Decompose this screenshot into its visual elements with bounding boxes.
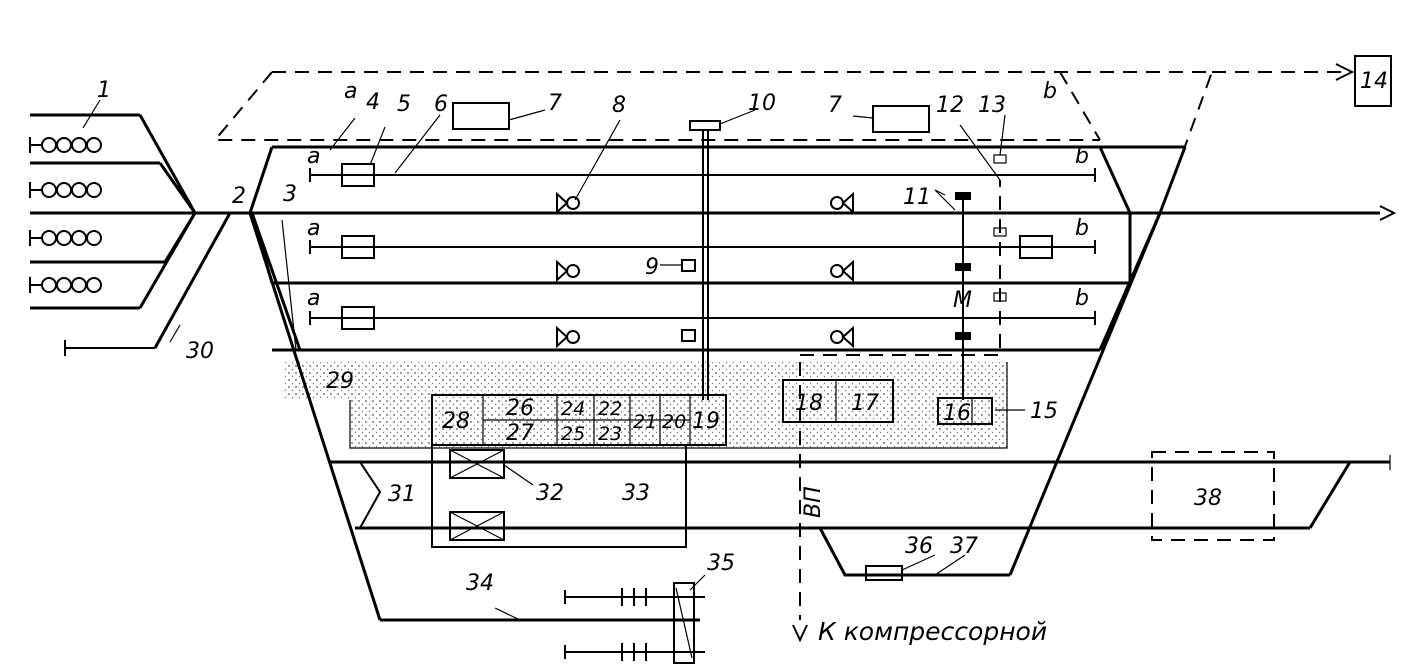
svg-text:b: b (1043, 79, 1057, 104)
svg-text:b: b (1075, 144, 1089, 169)
label-34: 34 (466, 571, 494, 596)
label-37: 37 (950, 534, 978, 559)
label-25: 25 (561, 423, 585, 445)
label-33: 33 (622, 481, 650, 506)
label-13: 13 (978, 93, 1006, 118)
label-5: 5 (397, 92, 411, 117)
fan-symbols (556, 191, 854, 349)
label-19: 19 (692, 409, 720, 434)
label-9: 9 (645, 255, 659, 280)
turntables-32 (449, 449, 505, 541)
label-24: 24 (561, 398, 585, 420)
label-30: 30 (186, 339, 214, 364)
label-35: 35 (707, 551, 735, 576)
jack-row2-right (1019, 235, 1053, 259)
label-32: 32 (536, 481, 564, 506)
service-area-border (349, 362, 1008, 449)
svg-text:a: a (307, 286, 320, 311)
label-36: 36 (905, 534, 933, 559)
jack-row2 (341, 235, 375, 259)
svg-text:b: b (1075, 286, 1089, 311)
main-tracks (248, 145, 1397, 622)
label-7-right: 7 (828, 93, 842, 118)
svg-text:a: a (307, 144, 320, 169)
label-6: 6 (434, 92, 448, 117)
label-20: 20 (662, 411, 686, 433)
label-29: 29 (326, 369, 354, 394)
label-18: 18 (795, 391, 823, 416)
label-10: 10 (748, 91, 776, 116)
motor-16 (937, 397, 993, 425)
label-15: 15 (1030, 399, 1058, 424)
label-12: 12 (936, 93, 964, 118)
machine-7-left (452, 102, 510, 130)
label-21: 21 (633, 411, 657, 433)
service-area-29 (283, 362, 1007, 448)
sand-unit-35 (564, 582, 705, 664)
label-2: 2 (232, 184, 246, 209)
compressor-caption: К компрессорной (818, 617, 1047, 646)
jack-row3 (341, 306, 375, 330)
vp-label: ВП (801, 486, 826, 518)
label-38: 38 (1194, 486, 1222, 511)
label-22: 22 (598, 398, 622, 420)
label-28: 28 (442, 409, 470, 434)
motor-label: М (953, 288, 972, 313)
svg-text:a: a (307, 216, 320, 241)
label-16: 16 (943, 401, 971, 426)
label-4: 4 (366, 90, 380, 115)
wagon-groups (29, 137, 102, 293)
label-23: 23 (598, 423, 622, 445)
number-labels: 1 2 3 4 5 6 7 7 8 9 10 11 12 13 14 15 16… (97, 69, 1388, 596)
device-36 (865, 565, 903, 581)
svg-text:a: a (344, 79, 357, 104)
crane-10 (681, 120, 721, 400)
label-8: 8 (612, 93, 626, 118)
rooms-block (431, 394, 727, 548)
label-27: 27 (506, 421, 534, 446)
parking-tracks (30, 113, 250, 356)
jack-5 (341, 163, 375, 187)
label-11: 11 (903, 185, 931, 210)
rooms-17-18 (782, 379, 894, 423)
label-14: 14 (1360, 69, 1388, 94)
drive-shaft-11 (955, 154, 1007, 400)
svg-text:b: b (1075, 216, 1089, 241)
label-3: 3 (283, 182, 297, 207)
machine-7-right (872, 105, 930, 133)
label-1: 1 (97, 78, 111, 103)
label-26: 26 (506, 396, 534, 421)
label-31: 31 (388, 482, 416, 507)
building-outline (212, 63, 1355, 643)
label-17: 17 (851, 391, 879, 416)
end-markers: a a a a b b b b (307, 79, 1089, 311)
label-7-left: 7 (548, 91, 562, 116)
leaders (82, 99, 1025, 621)
box-14 (1354, 55, 1392, 107)
